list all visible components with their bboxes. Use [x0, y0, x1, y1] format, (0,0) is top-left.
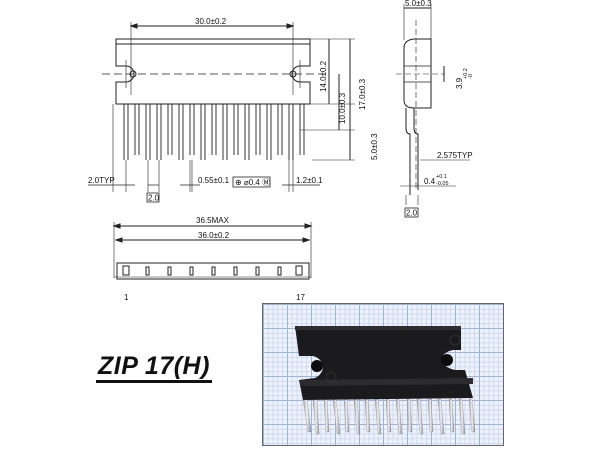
- dim-thickness: 5.0±0.3: [405, 0, 432, 8]
- bottom-view: [112, 222, 313, 280]
- dim-5: 5.0±0.3: [370, 133, 379, 160]
- lead-tol-plus: +0.1: [436, 174, 447, 180]
- package-photo: [262, 303, 504, 446]
- hole-tol-minus: -0: [468, 74, 474, 79]
- pitch-box: 2.0: [148, 194, 160, 203]
- chip-photo-illustration: [295, 326, 476, 435]
- dim-14: 14.0±0.2: [319, 60, 328, 92]
- dim-lead-thickness: 0.4: [424, 177, 436, 186]
- dim-pitch-typ: 2.0TYP: [88, 176, 115, 185]
- hole-tol-plus: +0.2: [463, 68, 469, 79]
- dim-lead-width: 0.55±0.1: [198, 176, 230, 185]
- dim-lead-offset: 1.2±0.1: [296, 176, 323, 185]
- side-pitch-box: 2.0: [406, 209, 418, 218]
- pin-1-label: 1: [124, 293, 129, 302]
- package-title: ZIP 17(H): [96, 352, 212, 383]
- dim-17: 17.0±0.3: [358, 78, 367, 110]
- side-view: [396, 4, 470, 205]
- position-tolerance: ⊕ ⌀0.4 Ⓜ: [235, 178, 270, 187]
- dim-length: 36.0±0.2: [198, 231, 230, 240]
- dim-10: 10.0±0.3: [338, 92, 347, 124]
- dim-30: 30.0±0.2: [195, 17, 227, 26]
- pin-17-label: 17: [296, 293, 305, 302]
- dim-max-length: 36.5MAX: [196, 216, 230, 225]
- front-view: [88, 22, 355, 192]
- dim-2575: 2.575TYP: [437, 151, 473, 160]
- lead-tol-minus: -0.05: [436, 181, 449, 187]
- dim-hole: 3.9: [455, 77, 464, 89]
